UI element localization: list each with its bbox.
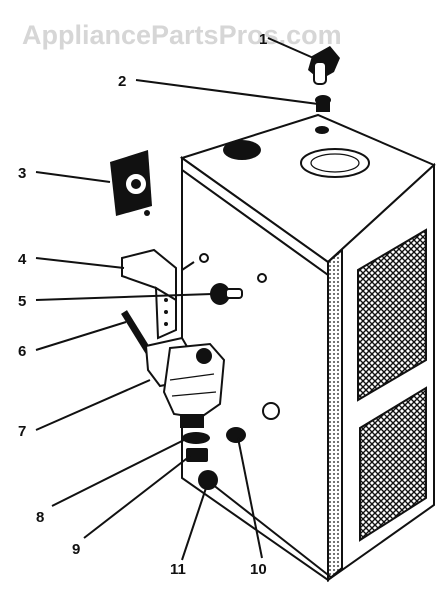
callout-6: 6 bbox=[18, 343, 26, 360]
callout-9: 9 bbox=[72, 541, 80, 558]
callout-4: 4 bbox=[18, 251, 27, 268]
leader-8 bbox=[51, 439, 185, 507]
switch-box-tab bbox=[144, 210, 150, 216]
nut bbox=[186, 448, 208, 462]
part-3-switch-box bbox=[110, 150, 152, 216]
top-fitting-hole bbox=[315, 126, 329, 134]
knob-shaft bbox=[225, 288, 243, 299]
part-2-grommet bbox=[315, 95, 331, 112]
top-hole-left bbox=[223, 140, 261, 160]
callout-5: 5 bbox=[18, 293, 26, 310]
leader-lines bbox=[35, 37, 333, 579]
part-10-plug bbox=[226, 427, 246, 443]
callout-labels: 1 2 3 4 5 6 7 8 9 10 11 bbox=[18, 31, 267, 578]
side-hole-mid bbox=[257, 273, 267, 283]
bracket-screw bbox=[181, 261, 195, 271]
part-7-water-valve bbox=[144, 336, 226, 428]
part-4-bracket bbox=[121, 248, 195, 340]
leader-7 bbox=[35, 379, 151, 431]
part-8-washer bbox=[182, 432, 210, 444]
valve-body-detail bbox=[169, 373, 217, 397]
leader-1 bbox=[267, 37, 319, 61]
plug bbox=[226, 427, 246, 443]
watermark-text: AppliancePartsPros.com bbox=[22, 20, 342, 50]
top-ring-inner bbox=[310, 153, 360, 173]
part-1-top-valve bbox=[308, 46, 340, 85]
leader-fitting-edge bbox=[211, 483, 333, 579]
bracket-hole-2 bbox=[164, 310, 168, 314]
leader-3 bbox=[35, 171, 111, 183]
leader-4 bbox=[35, 257, 125, 269]
callout-7: 7 bbox=[18, 423, 26, 440]
cabinet-housing bbox=[179, 113, 436, 583]
cabinet-corner-trim bbox=[327, 247, 343, 583]
side-port-hole bbox=[262, 402, 280, 420]
grommet-body bbox=[316, 100, 330, 112]
bracket-hole-3 bbox=[164, 322, 168, 326]
valve-outlet bbox=[180, 414, 204, 428]
leader-2 bbox=[135, 79, 319, 105]
callout-1: 1 bbox=[259, 31, 267, 48]
callout-11: 11 bbox=[170, 561, 186, 578]
leader-11 bbox=[181, 487, 207, 561]
callout-3: 3 bbox=[18, 165, 26, 182]
knob-face bbox=[210, 283, 230, 305]
leader-5 bbox=[35, 293, 213, 301]
leader-6 bbox=[35, 321, 127, 351]
top-valve-stem bbox=[313, 61, 327, 85]
leader-10 bbox=[237, 437, 263, 559]
leader-9 bbox=[83, 455, 191, 539]
switch-dial-center bbox=[131, 179, 141, 189]
part-5-knob bbox=[210, 283, 243, 305]
side-hole-upper bbox=[199, 253, 209, 263]
part-9-nut bbox=[186, 448, 208, 462]
upper-grille bbox=[357, 228, 427, 402]
valve-body bbox=[162, 342, 226, 420]
valve-port-top bbox=[196, 348, 212, 364]
lower-grille bbox=[359, 386, 427, 542]
callout-10: 10 bbox=[250, 561, 267, 578]
callout-8: 8 bbox=[36, 509, 44, 526]
washer bbox=[182, 432, 210, 444]
bracket-hole-1 bbox=[164, 298, 168, 302]
callout-2: 2 bbox=[118, 73, 126, 90]
